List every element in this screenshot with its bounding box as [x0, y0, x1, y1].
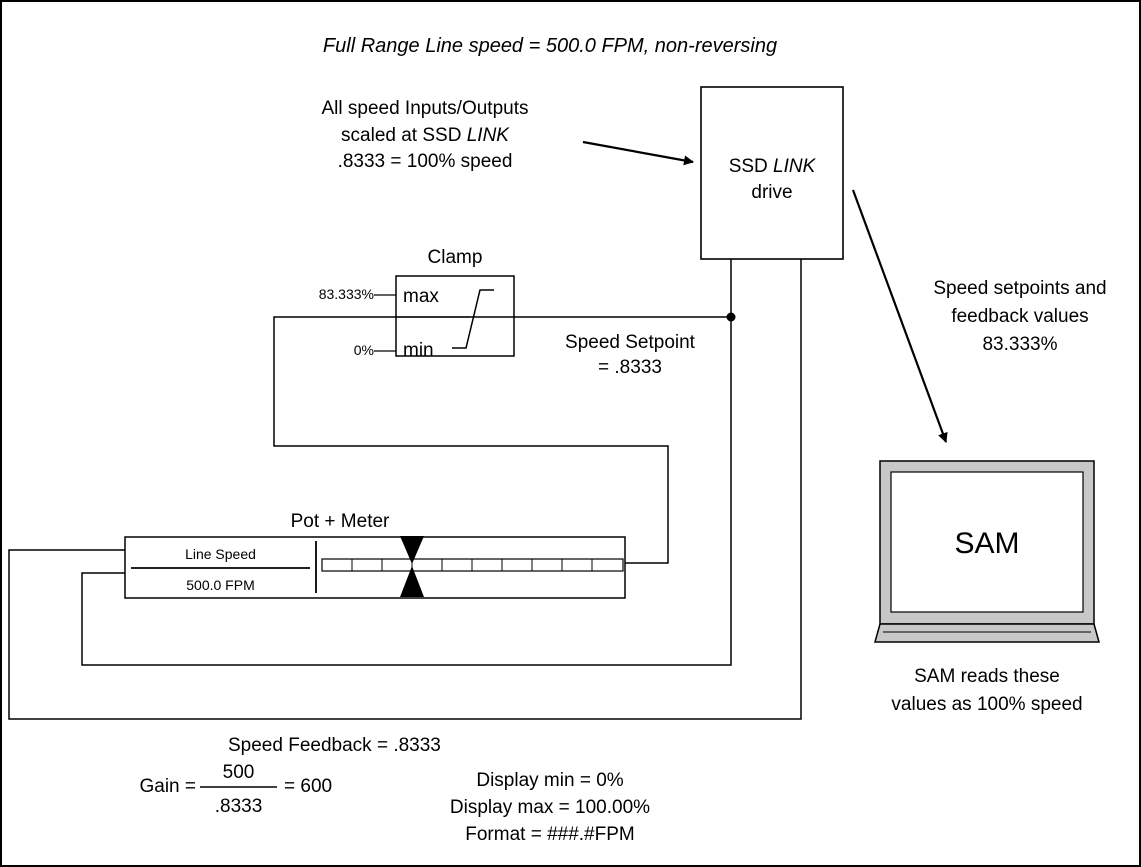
sam-note-line1: Speed setpoints and: [933, 278, 1107, 299]
setpoint-loop-wire: [273, 316, 731, 564]
clamp-limit-curve: [452, 289, 494, 349]
laptop-icon: [874, 460, 1100, 643]
pot-value-label: 500.0 FPM: [186, 577, 255, 593]
drive-label-italic: LINK: [773, 156, 816, 177]
pot-name-label: Line Speed: [185, 546, 256, 562]
scaling-note-line3: .8333 = 100% speed: [337, 151, 513, 172]
feedback-wire: [8, 259, 802, 720]
display-min: Display min = 0%: [476, 770, 624, 791]
clamp-box: [395, 275, 515, 357]
clamp-max-label: max: [403, 286, 439, 307]
clamp-title: Clamp: [427, 247, 483, 268]
scaling-arrow: [582, 140, 694, 166]
drive-box: [700, 86, 844, 260]
gain-numerator: 500: [222, 762, 255, 783]
speed-setpoint-line1: Speed Setpoint: [565, 332, 695, 353]
clamp-max-value: 83.333%: [318, 286, 374, 302]
meter-pointer-bottom: [400, 566, 424, 597]
clamp-min-value: 0%: [353, 342, 374, 358]
sam-note-line2: feedback values: [951, 306, 1089, 327]
speed-setpoint-line2: = .8333: [598, 357, 662, 378]
sam-reads-line2: values as 100% speed: [891, 694, 1083, 715]
speed-feedback-label: Speed Feedback = .8333: [228, 735, 441, 756]
sam-note-line3: 83.333%: [982, 334, 1058, 355]
drive-label-prefix: SSD: [728, 156, 768, 177]
gain-denominator: .8333: [214, 796, 263, 817]
drive-label-line2: drive: [751, 182, 793, 203]
laptop-screen-label: SAM: [954, 527, 1020, 560]
gain-result: = 600: [284, 776, 333, 797]
diagram-title: Full Range Line speed = 500.0 FPM, non-r…: [322, 35, 778, 57]
setpoint-wire: [81, 259, 732, 666]
clamp-min-label: min: [403, 340, 434, 361]
scaling-note-prefix: scaled at SSD: [341, 125, 462, 146]
gain-prefix: Gain =: [139, 776, 196, 797]
display-format: Format = ###.#FPM: [465, 824, 635, 845]
drive-label-line1: SSD LINK: [701, 155, 843, 178]
junction-dot: [726, 312, 736, 322]
scaling-note-line1: All speed Inputs/Outputs: [321, 98, 529, 119]
drive-to-laptop-arrow: [851, 189, 948, 443]
pot-meter-title: Pot + Meter: [290, 511, 390, 532]
display-max: Display max = 100.00%: [449, 797, 651, 818]
meter-pointer-top: [400, 536, 424, 564]
scaling-note-line2: scaled at SSD LINK: [295, 124, 555, 147]
scaling-note-italic: LINK: [466, 125, 509, 146]
sam-reads-line1: SAM reads these: [914, 666, 1060, 687]
